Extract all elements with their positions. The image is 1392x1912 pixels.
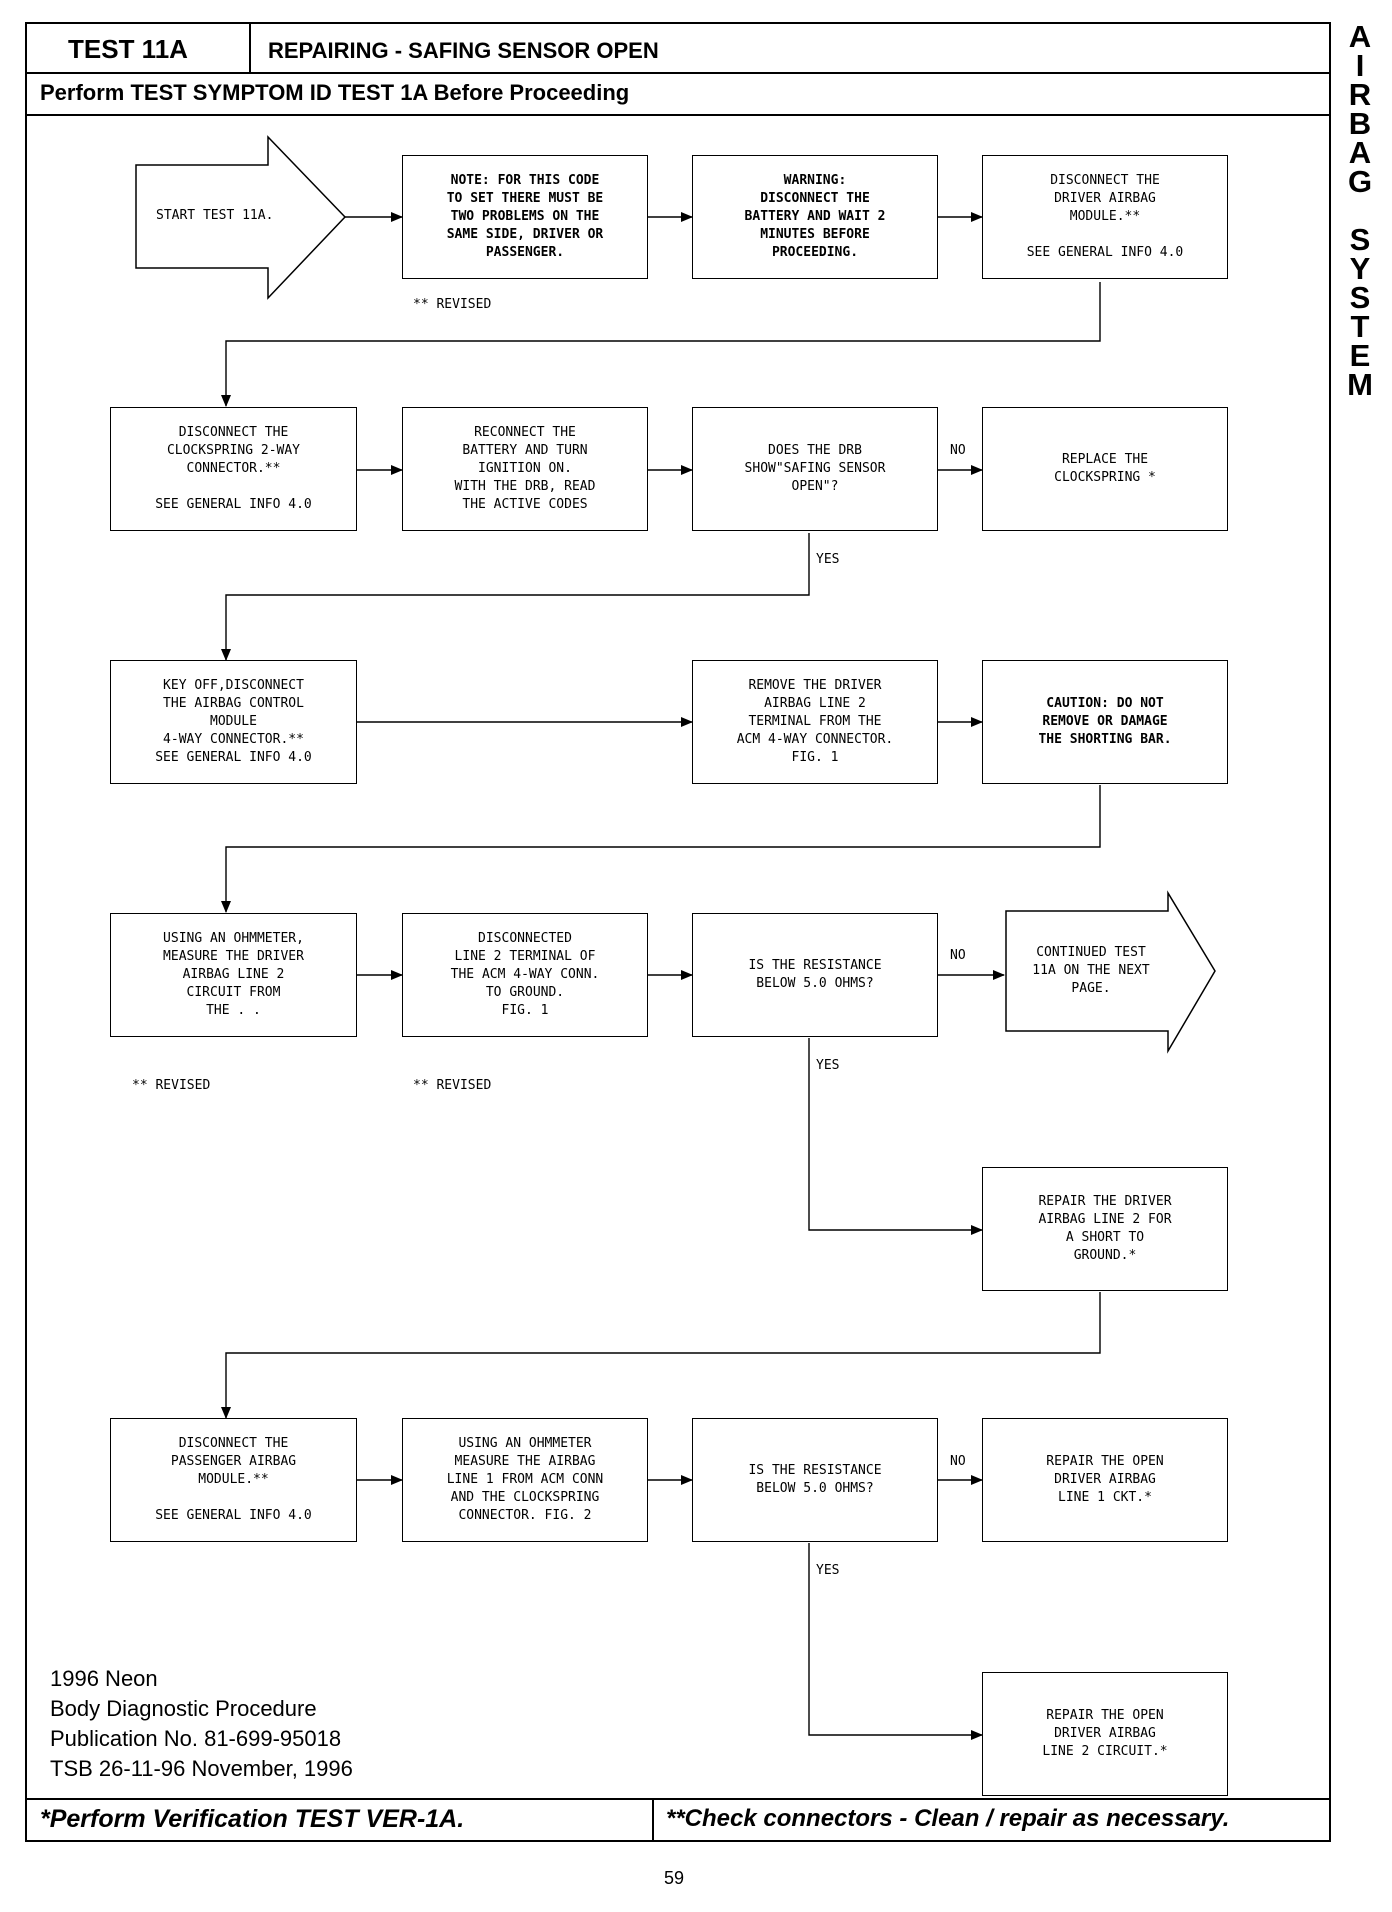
- caution-box: CAUTION: DO NOT REMOVE OR DAMAGE THE SHO…: [982, 660, 1228, 784]
- resistance-check-box: IS THE RESISTANCE BELOW 5.0 OHMS?: [692, 913, 938, 1037]
- yes-label: YES: [816, 1058, 840, 1073]
- resistance-check-box-2: IS THE RESISTANCE BELOW 5.0 OHMS?: [692, 1418, 938, 1542]
- reconnect-battery-box: RECONNECT THE BATTERY AND TURN IGNITION …: [402, 407, 648, 531]
- no-label: NO: [950, 443, 966, 458]
- using-ohmmeter-box: USING AN OHMMETER, MEASURE THE DRIVER AI…: [110, 913, 357, 1037]
- test-id: TEST 11A: [68, 34, 188, 64]
- verification-note: *Perform Verification TEST VER-1A.: [40, 1805, 465, 1833]
- connectors-note: **Check connectors - Clean / repair as n…: [666, 1805, 1230, 1832]
- no-label: NO: [950, 948, 966, 963]
- subtitle-row: [25, 72, 1331, 116]
- start-test-text: START TEST 11A.: [156, 208, 274, 223]
- continued-arrow-shape: [1005, 890, 1216, 1054]
- disconnect-clockspring-box: DISCONNECT THE CLOCKSPRING 2-WAY CONNECT…: [110, 407, 357, 531]
- page-subtitle: Perform TEST SYMPTOM ID TEST 1A Before P…: [40, 80, 630, 105]
- revised-note-2: ** REVISED: [132, 1078, 211, 1093]
- remove-driver-line2-box: REMOVE THE DRIVER AIRBAG LINE 2 TERMINAL…: [692, 660, 938, 784]
- key-off-disconnect-acm-box: KEY OFF,DISCONNECT THE AIRBAG CONTROL MO…: [110, 660, 357, 784]
- disconnect-passenger-airbag-box: DISCONNECT THE PASSENGER AIRBAG MODULE.*…: [110, 1418, 357, 1542]
- continued-test-text: CONTINUED TEST 11A ON THE NEXT PAGE.: [1032, 945, 1150, 996]
- does-drb-show-box: DOES THE DRB SHOW"SAFING SENSOR OPEN"?: [692, 407, 938, 531]
- disconnected-line2-box: DISCONNECTED LINE 2 TERMINAL OF THE ACM …: [402, 913, 648, 1037]
- no-label: NO: [950, 1454, 966, 1469]
- bottom-bar: [25, 1798, 1331, 1842]
- yes-label: YES: [816, 1563, 840, 1578]
- note-box: NOTE: FOR THIS CODE TO SET THERE MUST BE…: [402, 155, 648, 279]
- page-number: 59: [664, 1868, 685, 1888]
- page-title: REPAIRING - SAFING SENSOR OPEN: [268, 38, 659, 63]
- repair-short-to-ground-box: REPAIR THE DRIVER AIRBAG LINE 2 FOR A SH…: [982, 1167, 1228, 1291]
- publication-info: 1996 Neon Body Diagnostic Procedure Publ…: [50, 1666, 353, 1781]
- repair-line1-box: REPAIR THE OPEN DRIVER AIRBAG LINE 1 CKT…: [982, 1418, 1228, 1542]
- start-arrow-shape: [135, 135, 347, 300]
- disconnect-driver-airbag-box: DISCONNECT THE DRIVER AIRBAG MODULE.** S…: [982, 155, 1228, 279]
- yes-label: YES: [816, 552, 840, 567]
- bottom-divider: [652, 1798, 654, 1842]
- revised-note-1: ** REVISED: [413, 297, 492, 312]
- measure-line1-box: USING AN OHMMETER MEASURE THE AIRBAG LIN…: [402, 1418, 648, 1542]
- repair-line2-circuit-box: REPAIR THE OPEN DRIVER AIRBAG LINE 2 CIR…: [982, 1672, 1228, 1796]
- revised-note-3: ** REVISED: [413, 1078, 492, 1093]
- replace-clockspring-box: REPLACE THE CLOCKSPRING *: [982, 407, 1228, 531]
- warning-box: WARNING: DISCONNECT THE BATTERY AND WAIT…: [692, 155, 938, 279]
